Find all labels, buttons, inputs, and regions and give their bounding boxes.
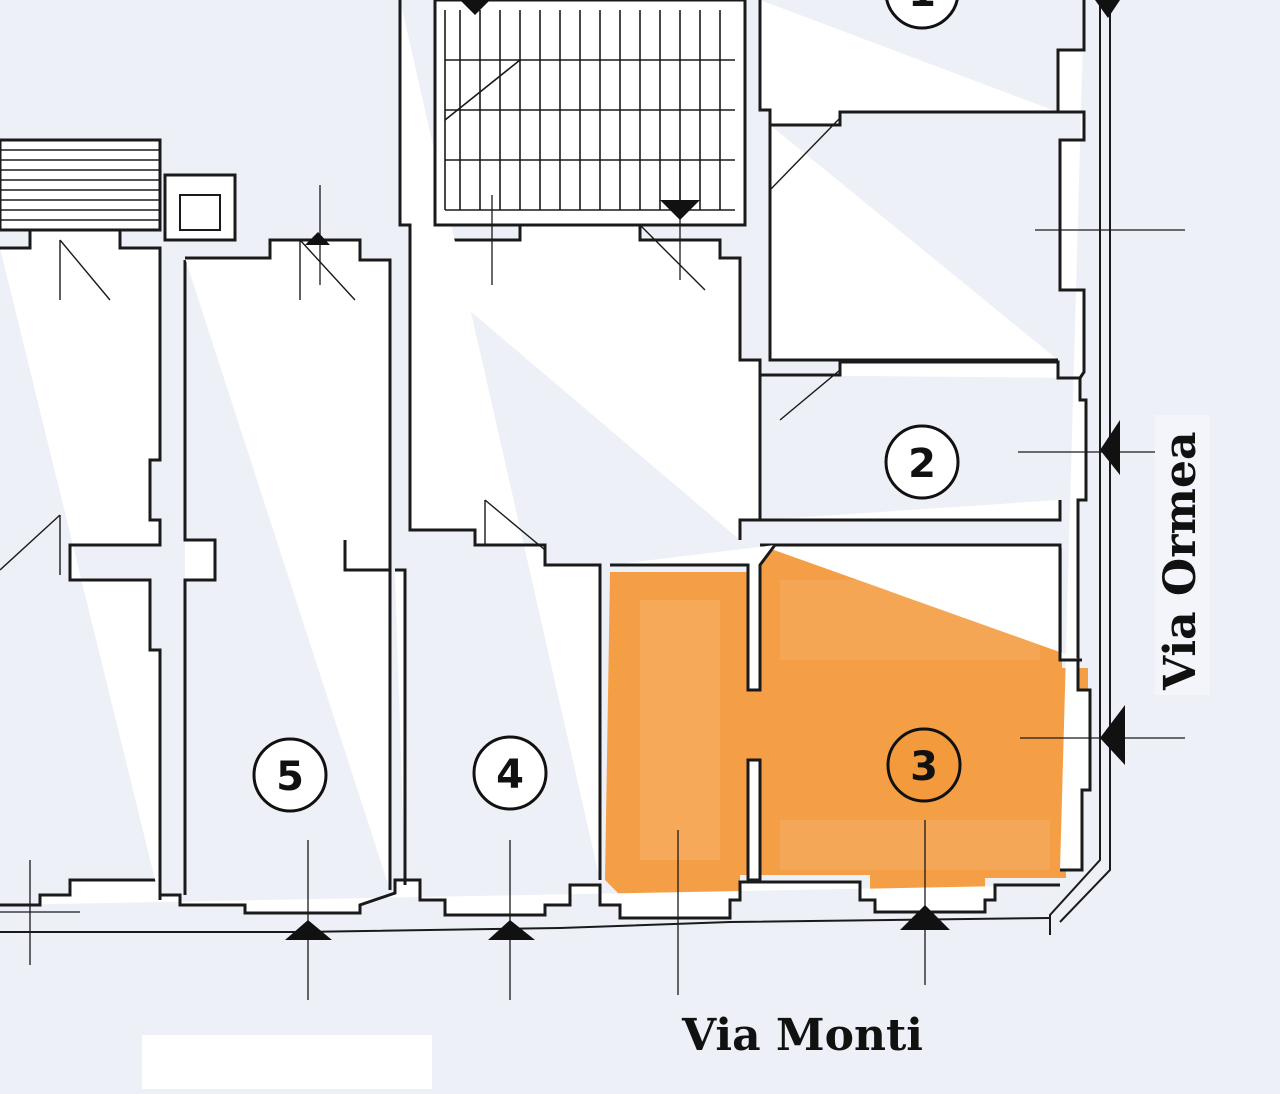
stairwell-treads <box>444 10 735 211</box>
stair-arrow <box>660 200 700 220</box>
unit-3-label: 3 <box>910 744 938 790</box>
stair-top-arrow <box>460 0 490 15</box>
unit-1-label: 1 <box>908 0 936 16</box>
entry-arrow-top <box>305 232 330 245</box>
unit-5-label: 5 <box>276 754 304 800</box>
street-label-east-wrap: Via Ormea <box>1155 415 1210 695</box>
entry-arrow-unit-5 <box>285 920 332 940</box>
unit-2-badge: 2 <box>884 424 960 500</box>
unit-4-label: 4 <box>496 752 524 798</box>
hairlines <box>0 160 1185 1000</box>
unit-3-highlight <box>605 548 1088 900</box>
balcony-stair <box>0 149 160 221</box>
entry-arrow-unit-3-east <box>1100 705 1125 765</box>
street-label-south: Via Monti <box>681 1010 923 1061</box>
unit-4-badge: 4 <box>472 735 548 811</box>
unit-5-badge: 5 <box>252 737 328 813</box>
walls <box>0 0 1111 935</box>
entry-arrows <box>285 0 1125 940</box>
entry-arrow-unit-2 <box>1100 420 1120 475</box>
redaction-block <box>142 1035 432 1089</box>
unit-3-badge: 3 <box>886 727 962 803</box>
door-swings <box>0 117 841 575</box>
unit-1-badge: 1 <box>885 0 959 30</box>
unit-2-label: 2 <box>908 441 936 487</box>
entry-arrow-unit-1 <box>1095 0 1120 18</box>
street-label-east: Via Ormea <box>1155 432 1206 691</box>
entry-arrow-unit-3 <box>900 905 950 930</box>
entry-arrow-unit-4 <box>488 920 535 940</box>
